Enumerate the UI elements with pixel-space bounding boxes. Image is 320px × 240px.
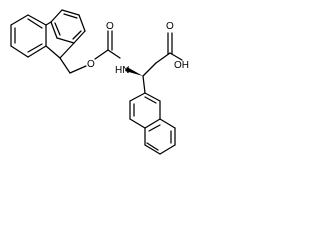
atom-label-amine: HN (115, 65, 129, 76)
naphthalene-upper-ring (129, 92, 161, 129)
amino-acid-backbone (125, 32, 183, 94)
fluorene-right-ring (50, 9, 86, 44)
naphthalene-lower-ring (144, 118, 176, 155)
chemical-structure: O O HN O OH (10, 9, 189, 155)
fluorene-left-ring (10, 14, 47, 58)
carbamate-group (69, 30, 121, 74)
atom-label-carboxyl-oxygen: O (166, 21, 174, 32)
fluorene-five-ring (45, 21, 75, 74)
stereo-wedge-bond (125, 67, 143, 76)
atom-label-hydroxyl: OH (174, 60, 189, 71)
atom-label-ester-oxygen: O (87, 59, 95, 70)
atom-label-carbonyl-oxygen: O (106, 21, 114, 32)
